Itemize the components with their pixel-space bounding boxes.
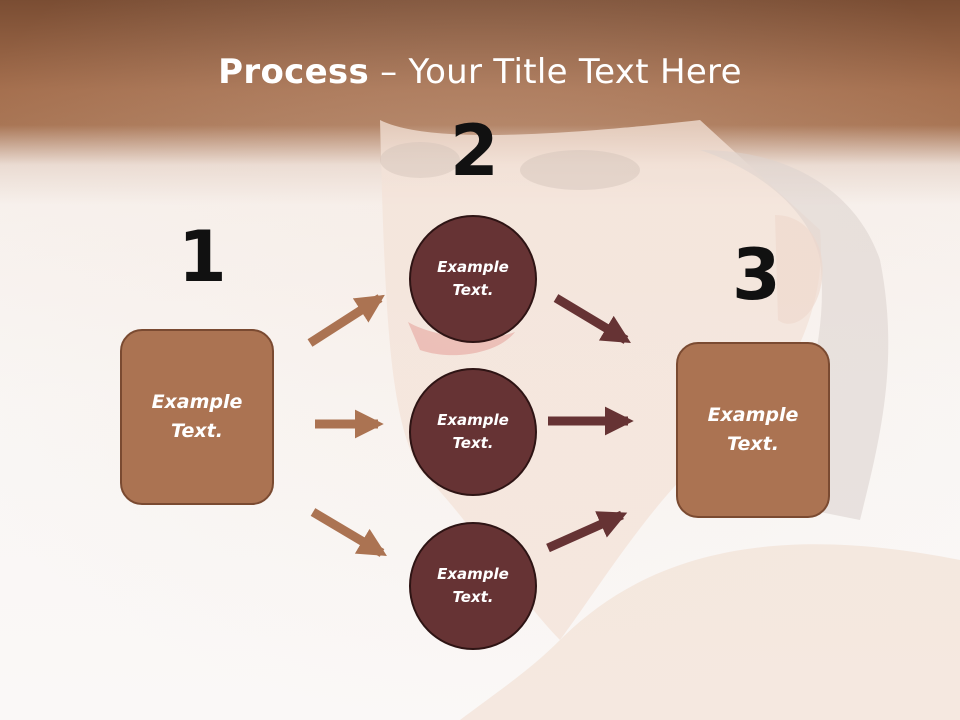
circle-3-text: Example Text. (437, 565, 509, 606)
step-2-number: 2 (450, 110, 499, 192)
step-2-circle-2: Example Text. (409, 368, 537, 496)
step-1-number: 1 (178, 216, 227, 298)
step-1-box: Example Text. (120, 329, 274, 505)
circle-2-text: Example Text. (437, 411, 509, 452)
step-3-text: Example Text. (707, 404, 799, 455)
step-3-number: 3 (732, 234, 781, 316)
step-1-text: Example Text. (151, 391, 243, 442)
step-3-box: Example Text. (676, 342, 830, 518)
circle-1-text: Example Text. (437, 258, 509, 299)
title-bold: Process (218, 52, 370, 92)
step-2-circle-1: Example Text. (409, 215, 537, 343)
title-rest: – Your Title Text Here (369, 52, 742, 92)
step-2-circle-3: Example Text. (409, 522, 537, 650)
slide-title: Process – Your Title Text Here (0, 52, 960, 92)
